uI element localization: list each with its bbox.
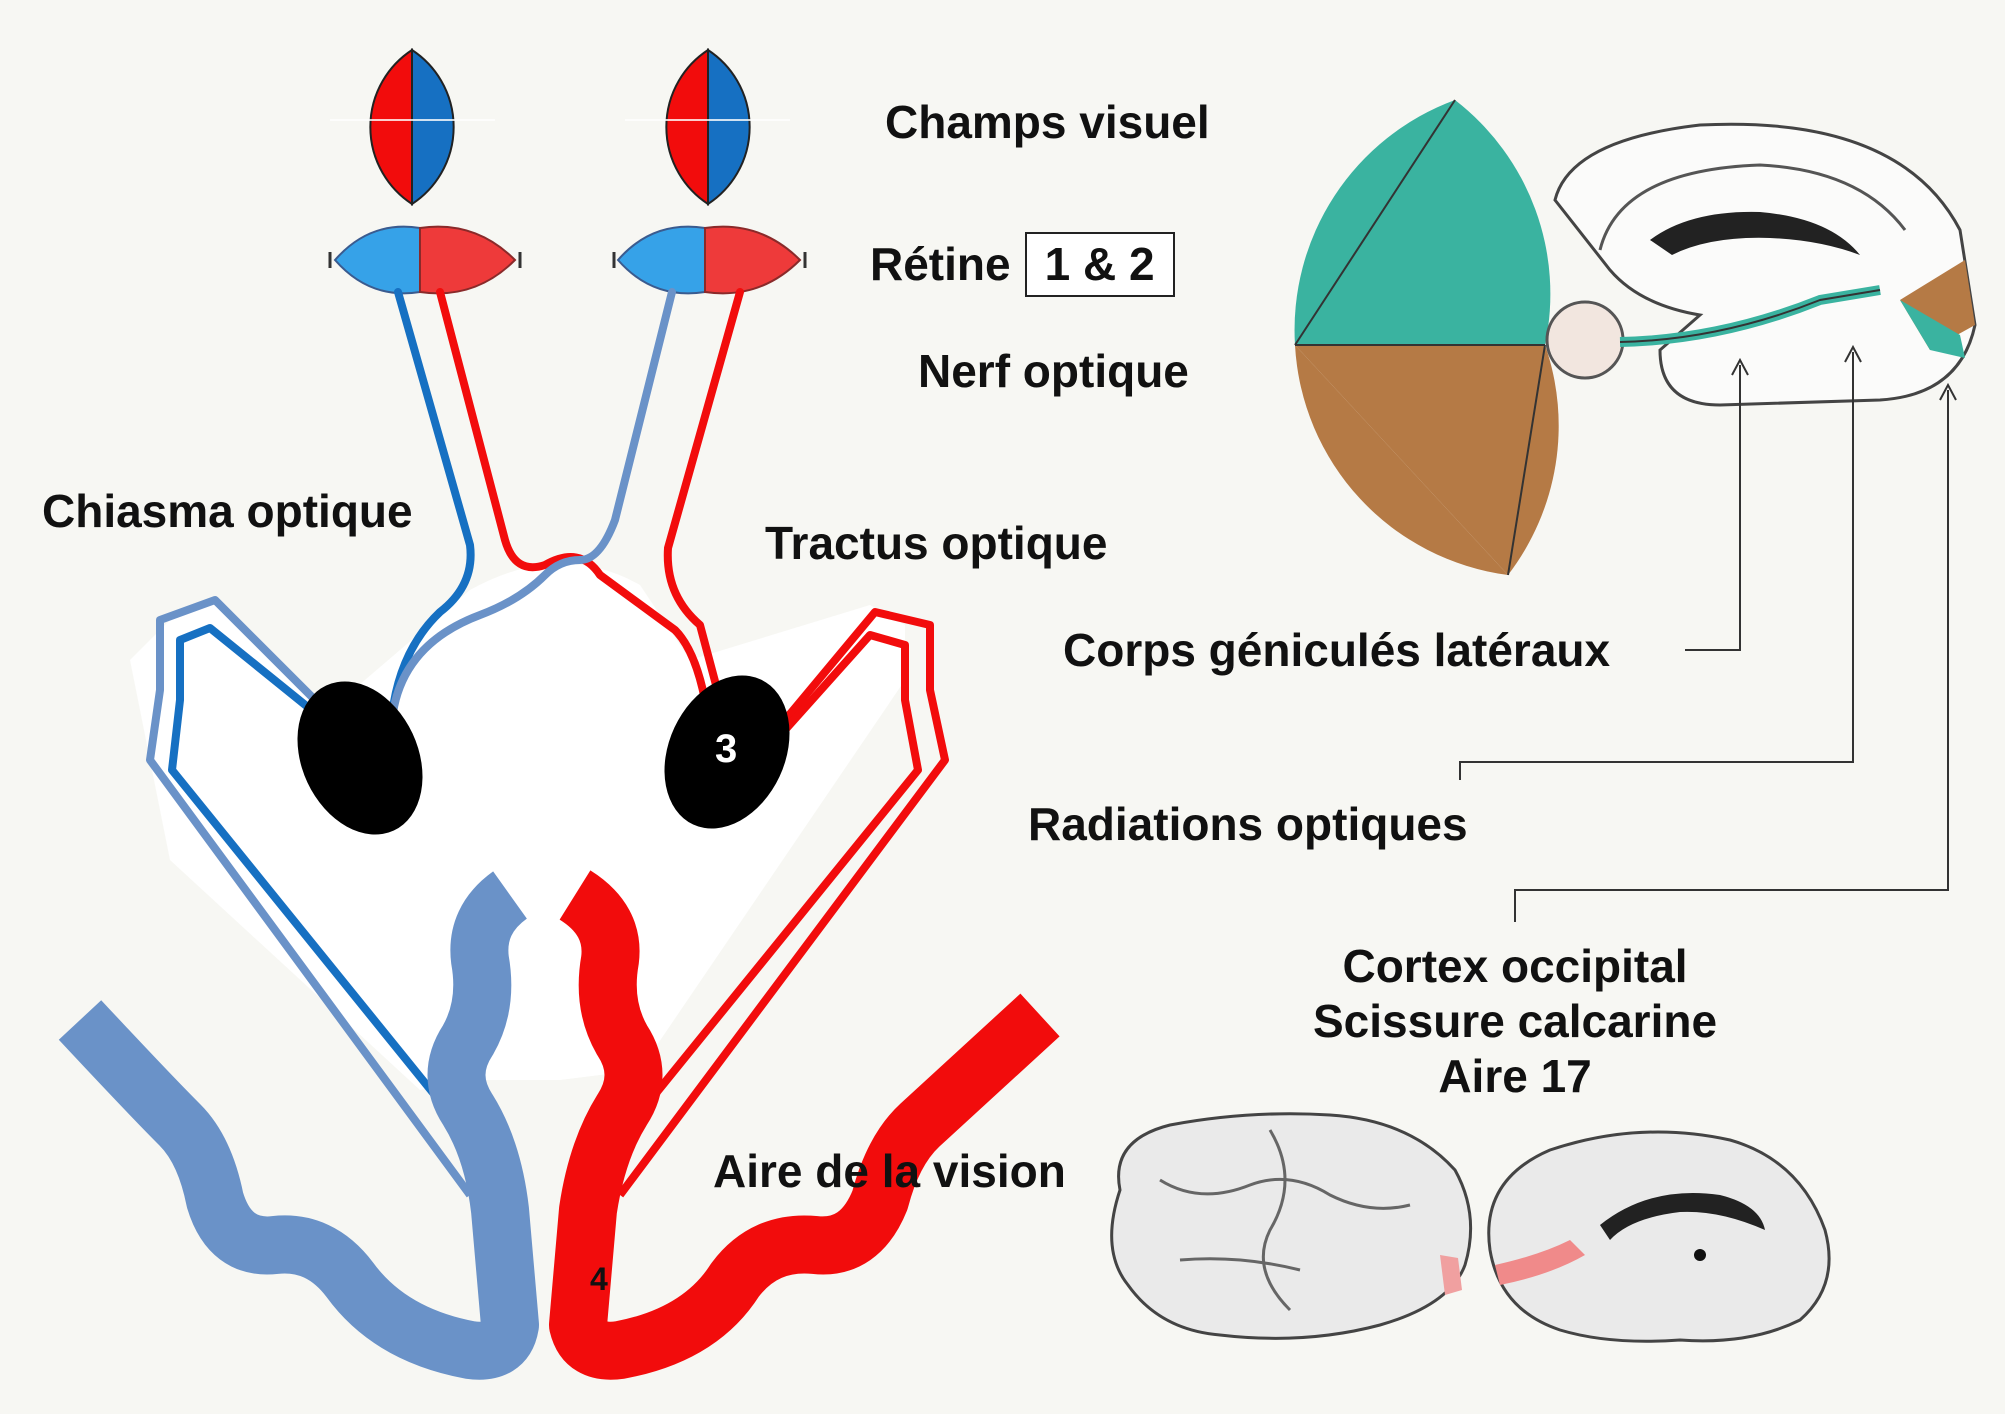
- leader-lines: [1459, 344, 1957, 922]
- label-champs-visuel: Champs visuel: [885, 96, 1210, 148]
- retina-right: [612, 225, 807, 295]
- label-retine-row: Rétine 1 & 2: [870, 232, 1175, 297]
- label-nerf-optique: Nerf optique: [918, 345, 1189, 397]
- optic-radiations: [146, 596, 949, 1198]
- lgn-left: [297, 681, 423, 835]
- visual-field-right: [625, 48, 790, 206]
- occipital-cortex: [58, 870, 1060, 1380]
- brain-medial-view: [1487, 1130, 1831, 1343]
- lgn-marker: 3: [715, 727, 737, 771]
- label-tractus-optique: Tractus optique: [765, 517, 1108, 569]
- retina-left: [328, 225, 522, 295]
- brain-lateral-view: [1110, 1112, 1473, 1340]
- lgn-right: [664, 675, 790, 829]
- label-cortex-line3: Aire 17: [1438, 1049, 1592, 1102]
- brain-outline: [130, 563, 905, 1090]
- label-aire-vision: Aire de la vision: [713, 1145, 1066, 1197]
- label-cortex-line1: Cortex occipital: [1342, 940, 1688, 992]
- brain-sagittal-illustration: [1294, 99, 1977, 576]
- label-radiations-optiques: Radiations optiques: [1028, 798, 1468, 850]
- label-cortex-occipital: Cortex occipital Scissure calcarine Aire…: [1313, 940, 1717, 1103]
- label-corps-geniculés: Corps géniculés latéraux: [1063, 624, 1611, 676]
- label-chiasma-optique: Chiasma optique: [42, 485, 413, 537]
- visual-field-left: [330, 48, 495, 206]
- label-retine-box: 1 & 2: [1024, 232, 1175, 297]
- label-cortex-line2: Scissure calcarine: [1313, 994, 1718, 1047]
- label-retine: Rétine: [870, 238, 1011, 290]
- optic-fibers: [388, 288, 744, 724]
- cortex-marker: 4: [590, 1261, 608, 1297]
